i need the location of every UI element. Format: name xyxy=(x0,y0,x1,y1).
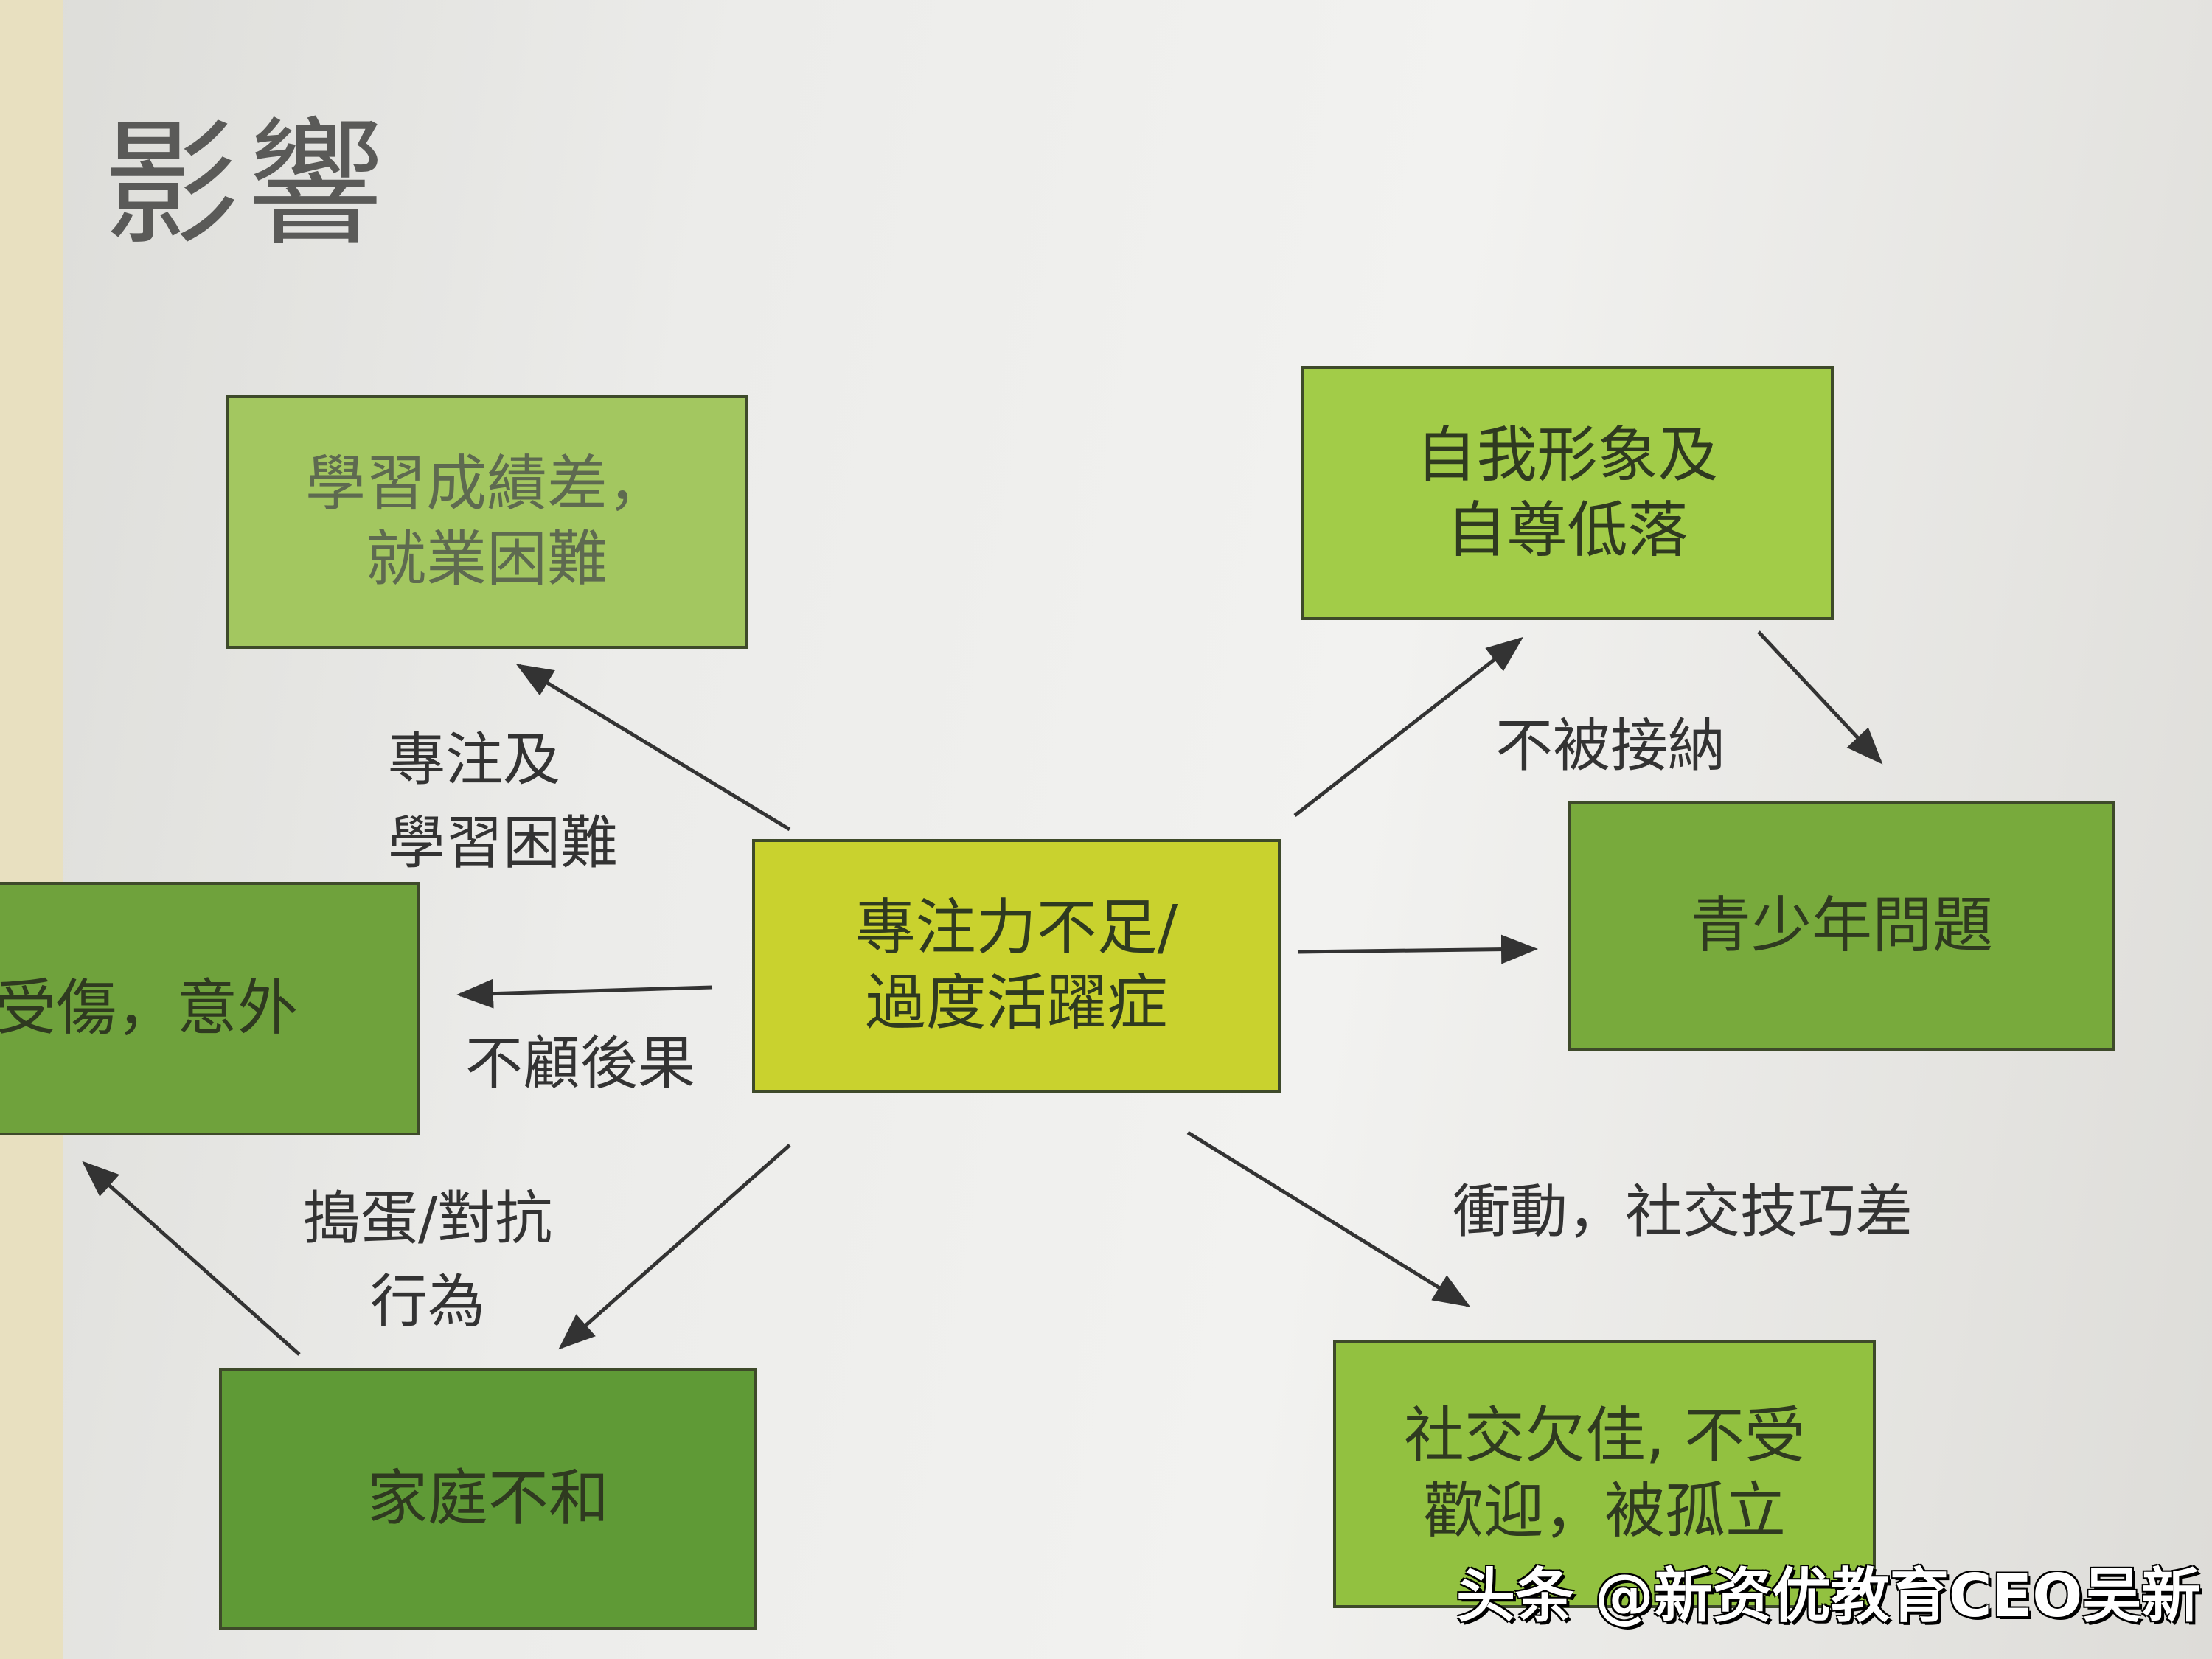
arrow-to-learning xyxy=(515,664,791,832)
page-edge xyxy=(0,0,63,1659)
edge-label-consequences: 不顧後果 xyxy=(465,1031,696,1097)
arrow-to-family xyxy=(558,1144,791,1350)
arrow-family-to-injury xyxy=(82,1161,301,1356)
edge-label-impulsive: 衝動，社交技巧差 xyxy=(1453,1179,1913,1245)
node-learning: 學習成績差， 就業困難 xyxy=(226,395,748,649)
watermark: 头条 @新资优教育CEO吴新 xyxy=(1456,1562,2201,1630)
node-center: 專注力不足/ 過度活躍症 xyxy=(752,839,1281,1093)
edge-label-rejected: 不被接納 xyxy=(1495,713,1726,779)
arrow-self-image-to-teen xyxy=(1757,630,1883,765)
arrow-to-teen xyxy=(1297,934,1538,964)
edge-label-defiance: 搗蛋/對抗 行為 xyxy=(303,1186,553,1336)
node-injury: 受傷，意外 xyxy=(0,882,420,1135)
arrow-to-injury xyxy=(456,978,713,1009)
node-social: 社交欠佳, 不受 歡迎，被孤立 xyxy=(1333,1340,1876,1608)
node-teen: 青少年問題 xyxy=(1568,801,2115,1051)
page-title: 影響 xyxy=(103,105,391,264)
node-self-image: 自我形象及 自尊低落 xyxy=(1301,366,1834,620)
node-family: 家庭不和 xyxy=(219,1368,757,1630)
arrow-to-social xyxy=(1186,1130,1471,1307)
arrow-to-self-image xyxy=(1293,636,1523,817)
edge-label-learning: 專注及 學習困難 xyxy=(388,727,619,877)
